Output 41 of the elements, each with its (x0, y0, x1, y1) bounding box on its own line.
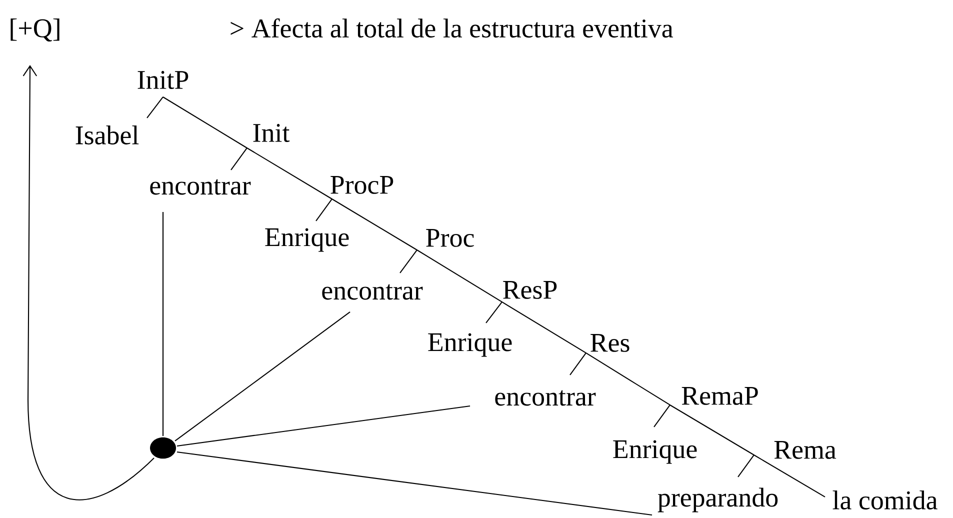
tree-label: Enrique (428, 333, 512, 357)
tree-label: Rema (774, 441, 836, 459)
tree-label: Init (253, 124, 290, 142)
dot (150, 437, 176, 459)
branch-line (316, 198, 332, 222)
tree-label: InitP (138, 70, 188, 90)
tree-label: ProcP (330, 176, 394, 194)
branch-line (162, 96, 248, 148)
branch-line (738, 454, 754, 478)
branch-line (416, 250, 502, 302)
curved-arrow (22, 64, 154, 500)
tree-label: la comida (832, 490, 938, 510)
branch-line (670, 404, 754, 456)
branch-line (162, 212, 164, 436)
tree-label: ResP (503, 281, 557, 299)
branch-line (654, 404, 670, 428)
branch-line (502, 302, 586, 354)
branch-line (230, 148, 248, 170)
branch-line (586, 352, 670, 406)
branch-line (570, 352, 586, 376)
branch-line (146, 96, 164, 118)
branch-line (754, 454, 826, 498)
tree-label: Isabel (76, 126, 139, 144)
branch-line (246, 148, 332, 200)
tree-label: Enrique (265, 228, 349, 252)
tree-label: Res (590, 334, 630, 352)
tree-label: encontrar (150, 179, 251, 195)
tree-label: RemaP (682, 387, 758, 405)
branch-line (176, 451, 652, 516)
tree-label: [+Q] (10, 18, 60, 42)
branch-line (400, 250, 418, 274)
tree-label: encontrar (322, 284, 423, 300)
tree-label: Proc (426, 229, 474, 247)
note-text: > Afecta al total de la estructura eventiva (230, 18, 673, 38)
branch-line (176, 405, 470, 446)
branch-line (174, 312, 350, 442)
branch-line (486, 302, 502, 324)
tree-label: preparando (658, 488, 778, 512)
tree-label: encontrar (495, 390, 596, 406)
branch-line (332, 198, 418, 250)
tree-label: Enrique (613, 440, 697, 464)
